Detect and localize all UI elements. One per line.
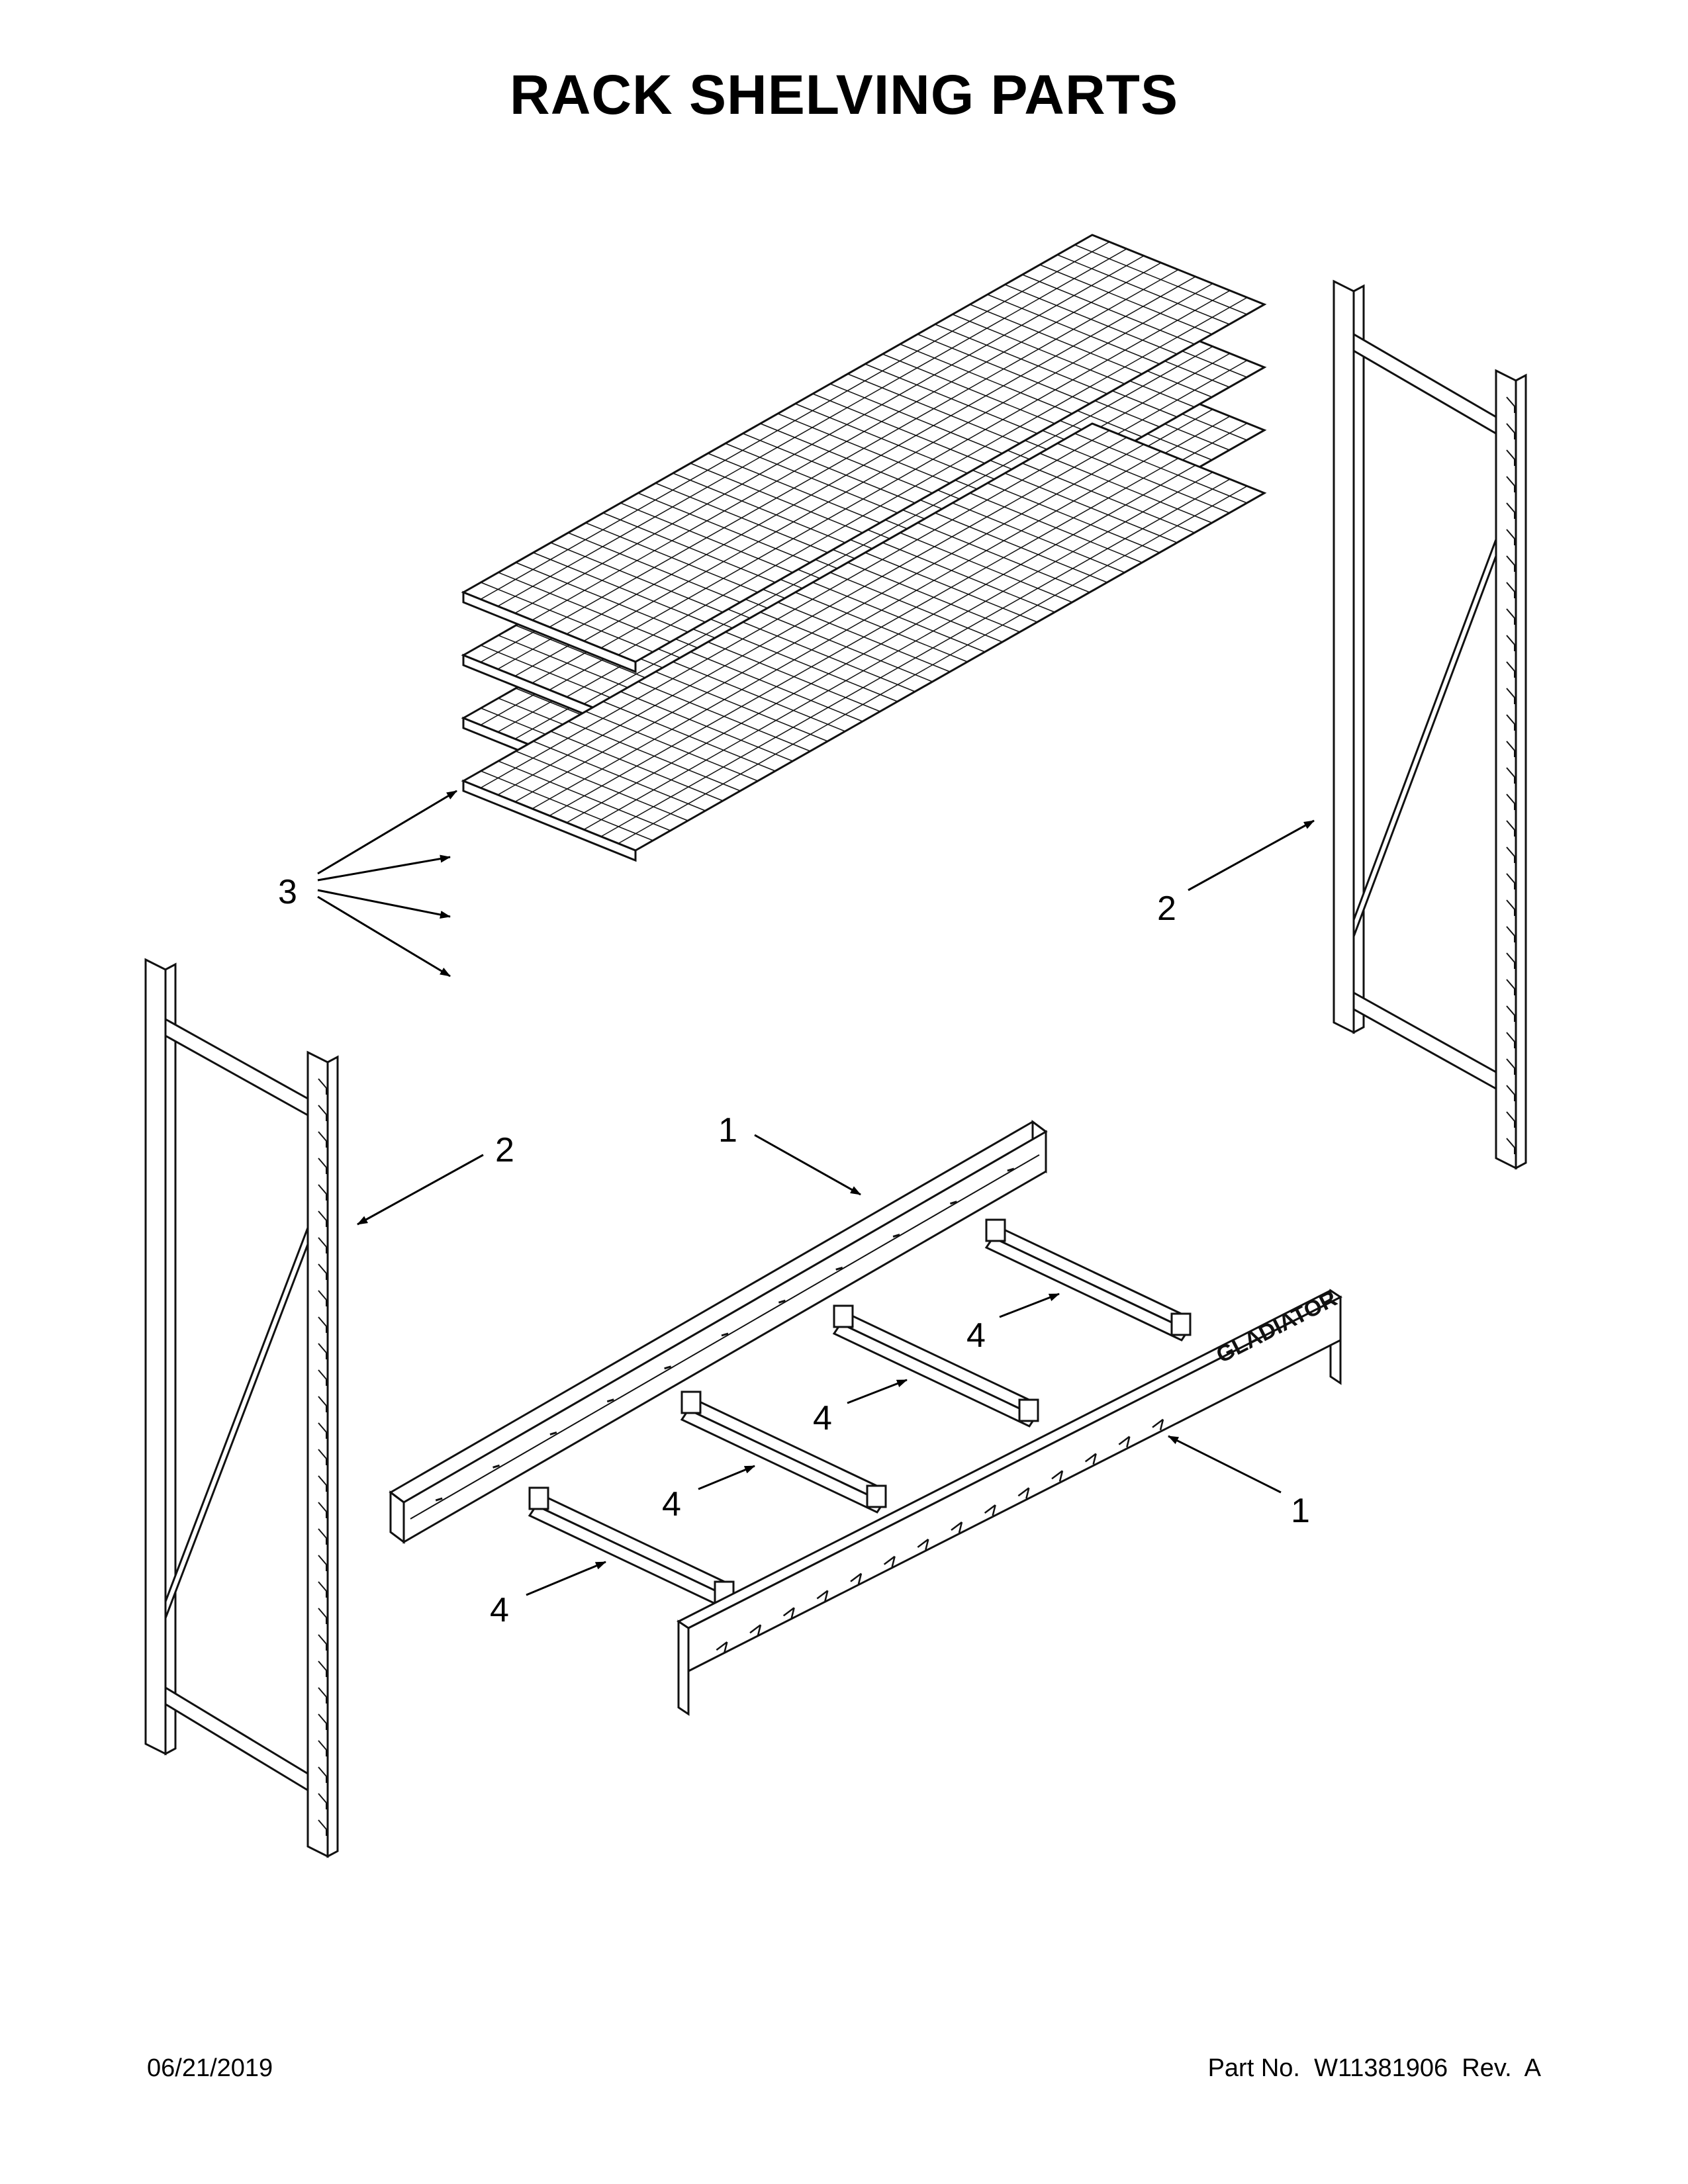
beam-front: GLADIATOR [677, 1286, 1342, 1716]
callout-wire-decks: 3 [278, 873, 297, 911]
footer-date: 06/21/2019 [147, 2054, 273, 2082]
leader-lines [317, 790, 1315, 1596]
wire-deck [461, 234, 1267, 674]
support-bar-4 [984, 1218, 1192, 1342]
support-bar-2 [680, 1390, 887, 1514]
page-title: RACK SHELVING PARTS [510, 64, 1178, 126]
callout-upright-left: 2 [495, 1131, 514, 1169]
support-bars [528, 1218, 1192, 1610]
callout-upright-right: 2 [1157, 889, 1176, 928]
callout-beam-front: 1 [1291, 1492, 1310, 1530]
callout-beam-back: 1 [718, 1111, 737, 1150]
beam-back [389, 1120, 1048, 1544]
support-bar-1 [528, 1486, 735, 1610]
callout-support-3: 4 [813, 1399, 832, 1437]
callout-support-2: 4 [662, 1485, 681, 1524]
upright-frame-right [1333, 279, 1527, 1170]
wire-shelf-decks [461, 234, 1267, 862]
callout-support-4: 4 [966, 1316, 986, 1355]
footer-part-number: Part No. W11381906 Rev. A [1207, 2054, 1541, 2082]
upright-frame-left [144, 958, 339, 1858]
support-bar-3 [832, 1304, 1039, 1428]
wire-deck [461, 422, 1267, 862]
callout-support-1: 4 [490, 1591, 509, 1629]
